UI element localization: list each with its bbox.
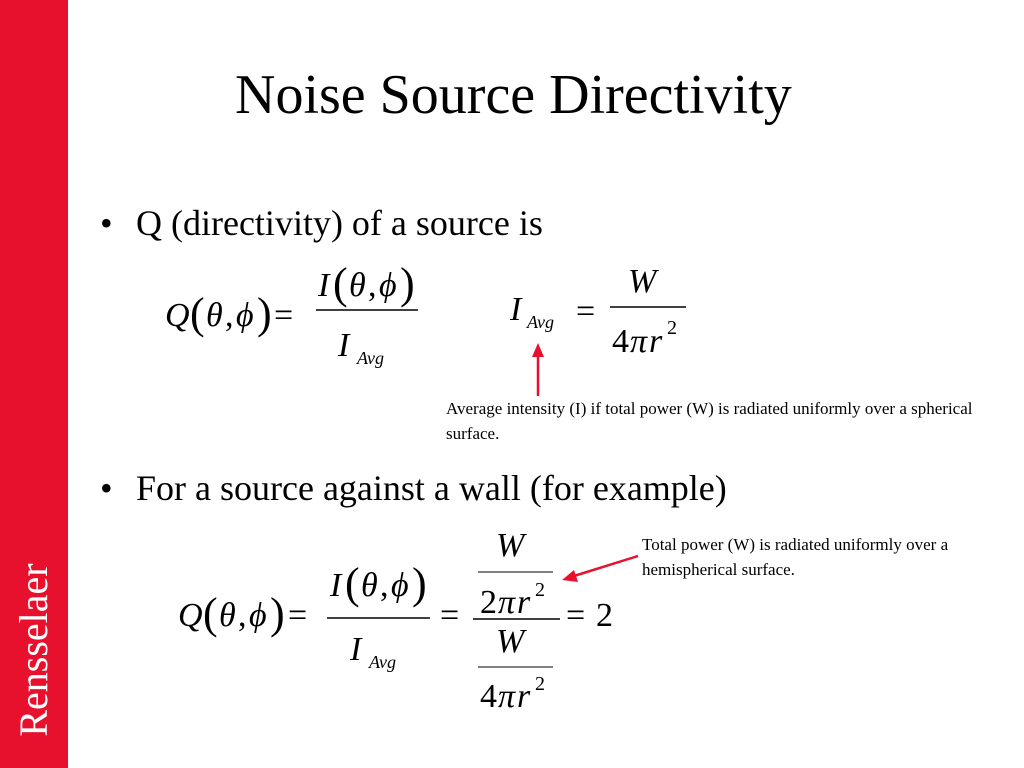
- arrow-to-average-intensity: [532, 343, 544, 396]
- eq-theta: θ: [219, 597, 236, 634]
- eq-i-symbol: I: [329, 567, 343, 604]
- eq-theta: θ: [206, 297, 223, 334]
- eq-avg-subscript: Avg: [526, 312, 554, 332]
- eq-open-paren: (: [345, 559, 360, 608]
- eq-q-symbol: Q: [165, 297, 190, 334]
- eq-comma: ,: [368, 267, 377, 304]
- eq-phi: ϕ: [236, 297, 254, 334]
- eq-pi: π: [630, 323, 648, 360]
- annotation-text: Average intensity (I) if total power (W)…: [446, 399, 973, 443]
- eq-phi: ϕ: [249, 597, 267, 634]
- eq-i-symbol: I: [509, 291, 523, 328]
- eq-comma: ,: [225, 297, 234, 334]
- eq-square: 2: [535, 673, 545, 695]
- eq-close-paren: ): [412, 559, 427, 608]
- eq-avg-subscript: Avg: [356, 348, 384, 368]
- eq-i-symbol: I: [337, 327, 351, 364]
- arrow-to-hemispherical-power: [562, 554, 639, 582]
- equation-wall-directivity: Q ( θ , ϕ ) = I ( θ , ϕ ) I Avg = W 2 π …: [178, 527, 613, 715]
- eq-close-paren: ): [270, 589, 285, 638]
- eq-phi: ϕ: [379, 267, 397, 304]
- bullet-marker: •: [100, 468, 113, 508]
- eq-square: 2: [535, 579, 545, 601]
- eq-equals: =: [566, 597, 585, 634]
- equation-directivity-definition: Q ( θ , ϕ ) = I ( θ , ϕ ) I Avg: [165, 259, 418, 368]
- eq-equals: =: [576, 293, 595, 330]
- eq-pi: π: [498, 678, 516, 715]
- eq-close-paren: ): [257, 289, 272, 338]
- eq-phi: ϕ: [391, 567, 409, 604]
- bullet-marker: •: [100, 203, 113, 243]
- eq-w-symbol: W: [496, 623, 527, 660]
- eq-four: 4: [480, 678, 497, 715]
- annotation-hemispherical: Total power (W) is radiated uniformly ov…: [642, 532, 1024, 582]
- eq-comma: ,: [380, 567, 389, 604]
- eq-equals: =: [440, 597, 459, 634]
- eq-equals: =: [274, 297, 293, 334]
- eq-r: r: [517, 678, 531, 715]
- eq-i-symbol: I: [349, 631, 363, 668]
- annotation-spherical: Average intensity (I) if total power (W)…: [446, 396, 1024, 446]
- eq-close-paren: ): [400, 259, 415, 308]
- eq-r: r: [517, 584, 531, 621]
- eq-w-symbol: W: [496, 527, 527, 564]
- eq-two: 2: [480, 584, 497, 621]
- bullet-text: Q (directivity) of a source is: [136, 203, 543, 243]
- eq-result: 2: [596, 597, 613, 634]
- eq-theta: θ: [349, 267, 366, 304]
- eq-equals: =: [288, 597, 307, 634]
- brand-sidebar: Rensselaer: [0, 0, 68, 768]
- eq-open-paren: (: [190, 289, 205, 338]
- eq-w-symbol: W: [628, 263, 659, 300]
- eq-open-paren: (: [333, 259, 348, 308]
- annotation-text: Total power (W) is radiated uniformly ov…: [642, 535, 949, 579]
- eq-theta: θ: [361, 567, 378, 604]
- bullet-text: For a source against a wall (for example…: [136, 468, 727, 508]
- eq-pi: π: [498, 584, 516, 621]
- eq-comma: ,: [238, 597, 247, 634]
- slide-title: Noise Source Directivity: [235, 64, 792, 126]
- eq-open-paren: (: [203, 589, 218, 638]
- eq-avg-subscript: Avg: [368, 652, 396, 672]
- eq-i-symbol: I: [317, 267, 331, 304]
- equation-average-intensity: I Avg = W 4 π r 2: [509, 263, 686, 360]
- eq-square: 2: [667, 317, 677, 339]
- eq-four: 4: [612, 323, 629, 360]
- eq-q-symbol: Q: [178, 597, 203, 634]
- eq-r: r: [649, 323, 663, 360]
